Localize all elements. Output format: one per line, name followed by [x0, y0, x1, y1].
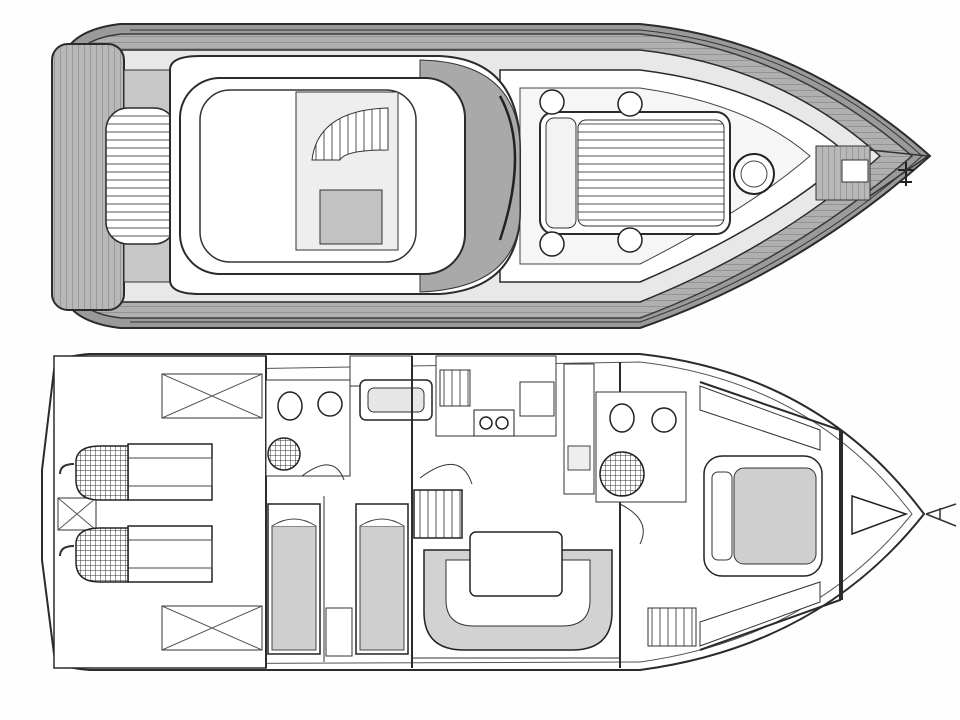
deck-bow-pulpit	[869, 149, 931, 197]
aft-cabin-stbd-pillow	[359, 518, 405, 527]
fwd-cabin-locker-bottom	[699, 581, 821, 647]
galley-fridge	[439, 369, 471, 407]
deck-helm-block	[319, 189, 383, 245]
deck-cleat-3	[539, 231, 565, 257]
fwd-cabin-pillow	[711, 471, 733, 561]
interior-plan-view	[41, 353, 957, 671]
deck-cleat-2	[617, 91, 643, 117]
galley-cabinet	[519, 381, 555, 417]
deck-fore-sunpad-slats	[577, 119, 725, 227]
deck-rail-top	[130, 29, 923, 157]
fwd-cabin-locker-top	[699, 385, 821, 451]
engine-hatch-aft-x	[57, 497, 97, 531]
deck-plan-view	[51, 23, 932, 329]
aft-head-basin	[317, 391, 343, 417]
aft-shower-drain	[267, 437, 301, 471]
galley-burner-2	[495, 416, 509, 430]
fwd-cabin-steps	[647, 607, 697, 647]
aft-cabin-port-pillow	[271, 518, 317, 527]
engine-hatch-bottom-x	[161, 605, 263, 651]
galley-shelf	[563, 363, 595, 495]
galley-burner-1	[479, 416, 493, 430]
aft-cabin-port-mattress	[271, 525, 317, 651]
fwd-head-toilet	[609, 403, 635, 433]
deck-rail-bottom	[130, 155, 923, 323]
corridor-door	[419, 463, 473, 485]
fwd-shower-drain	[599, 451, 645, 497]
aft-cabin-stbd-mattress	[359, 525, 405, 651]
interior-hull-inner	[61, 361, 913, 665]
aft-head-door	[301, 464, 345, 481]
galley-shelf-slot	[567, 445, 591, 471]
fwd-head-basin	[651, 407, 677, 433]
aft-head-toilet	[277, 391, 303, 421]
fwd-head-door	[619, 503, 644, 545]
saloon-table	[469, 531, 563, 597]
deck-cleat-1	[539, 89, 565, 115]
deck-fore-sunpad-pillow	[545, 117, 577, 229]
deck-fore-hatch-inner	[740, 160, 768, 188]
fwd-cabin-bulkhead	[699, 381, 841, 651]
aft-sink-bowl	[367, 387, 425, 413]
chain-locker	[851, 494, 909, 536]
aft-cabin-locker	[325, 607, 353, 657]
saloon-stairs	[413, 489, 463, 539]
deck-windshield	[498, 95, 517, 241]
bow-anchor-icon	[925, 503, 957, 527]
deck-fore-hatch	[733, 153, 775, 195]
fwd-cabin-mattress	[733, 467, 817, 565]
engine-hatch-top-x	[161, 373, 263, 419]
deck-aft-sunpad	[105, 107, 177, 245]
engine-starboard	[59, 525, 213, 583]
engine-port	[59, 443, 213, 501]
deck-anchor-box	[841, 159, 869, 183]
deck-spiral-stair	[311, 107, 389, 161]
deck-cleat-4	[617, 227, 643, 253]
